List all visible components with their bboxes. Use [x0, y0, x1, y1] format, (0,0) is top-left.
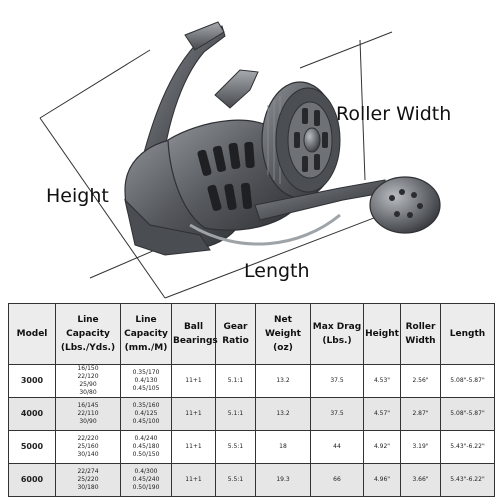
cell-height: 4.92" — [363, 430, 401, 464]
reel-bail-roller — [214, 69, 259, 109]
reel-stem — [184, 21, 225, 51]
cell-line-capacity-lbs: 22/274 25/220 30/180 — [55, 463, 121, 497]
reel-gear-housing — [124, 198, 211, 256]
spec-table-header: Model Line Capacity (Lbs./Yds.) Line Cap… — [8, 303, 495, 365]
table-row: 3000 16/150 22/120 25/90 30/80 0.35/170 … — [8, 364, 495, 398]
cell-line-capacity-mm: 0.35/160 0.4/125 0.45/100 — [120, 397, 172, 431]
spool-drag-knob — [303, 127, 321, 153]
cell-line-capacity-mm: 0.35/170 0.4/130 0.45/105 — [120, 364, 172, 398]
cell-net-weight: 19.3 — [255, 463, 311, 497]
cell-height: 4.57" — [363, 397, 401, 431]
header-line-capacity-mm-m: Line Capacity (mm./M) — [120, 303, 172, 365]
cell-net-weight: 13.2 — [255, 364, 311, 398]
reel-product-illustration — [39, 21, 441, 299]
cell-length: 5.43"-6.22" — [440, 463, 495, 497]
cell-ball-bearings: 11+1 — [171, 397, 216, 431]
spec-table: Model Line Capacity (Lbs./Yds.) Line Cap… — [8, 303, 495, 497]
cell-length: 5.43"-6.22" — [440, 430, 495, 464]
cell-net-weight: 13.2 — [255, 397, 311, 431]
cell-gear-ratio: 5.1:1 — [215, 397, 256, 431]
cell-net-weight: 18 — [255, 430, 311, 464]
cell-height: 4.96" — [363, 463, 401, 497]
cell-line-capacity-mm: 0.4/300 0.45/240 0.50/190 — [120, 463, 172, 497]
height-dimension-line — [39, 117, 166, 299]
header-roller-width: Roller Width — [400, 303, 441, 365]
cell-height: 4.53" — [363, 364, 401, 398]
cell-length: 5.08"-5.87" — [440, 397, 495, 431]
roller-width-dimension-line — [299, 31, 393, 69]
cell-ball-bearings: 11+1 — [171, 463, 216, 497]
table-row: 6000 22/274 25/220 30/180 0.4/300 0.45/2… — [8, 463, 495, 497]
cell-roller-width: 2.87" — [400, 397, 441, 431]
header-ball-bearings: Ball Bearings — [171, 303, 218, 365]
cell-line-capacity-lbs: 16/150 22/120 25/90 30/80 — [55, 364, 121, 398]
header-line-capacity-lbs-yds: Line Capacity (Lbs./Yds.) — [55, 303, 121, 365]
rotor-slots — [197, 141, 255, 211]
length-label: Length — [244, 260, 310, 282]
cell-model: 5000 — [8, 430, 56, 464]
cell-line-capacity-mm: 0.4/240 0.45/180 0.50/150 — [120, 430, 172, 464]
reel-handle-knob — [369, 176, 441, 234]
table-row: 4000 16/145 22/110 30/90 0.35/160 0.4/12… — [8, 397, 495, 431]
height-tick-top — [39, 49, 151, 119]
cell-ball-bearings: 11+1 — [171, 364, 216, 398]
roller-width-tick — [359, 39, 366, 181]
cell-max-drag: 44 — [310, 430, 364, 464]
spool-face-holes — [294, 108, 328, 172]
cell-gear-ratio: 5.5:1 — [215, 430, 256, 464]
height-label: Height — [46, 185, 109, 207]
cell-model: 6000 — [8, 463, 56, 497]
reel-bail-wire — [189, 213, 341, 246]
knob-holes — [389, 189, 423, 218]
cell-max-drag: 37.5 — [310, 364, 364, 398]
cell-ball-bearings: 11+1 — [171, 430, 216, 464]
length-dimension-line — [164, 207, 401, 299]
cell-gear-ratio: 5.5:1 — [215, 463, 256, 497]
header-max-drag: Max Drag (Lbs.) — [310, 303, 364, 365]
cell-roller-width: 2.56" — [400, 364, 441, 398]
header-net-weight: Net Weight (oz) — [255, 303, 311, 365]
cell-max-drag: 66 — [310, 463, 364, 497]
roller-width-label: Roller Width — [336, 103, 452, 125]
cell-length: 5.08"-5.87" — [440, 364, 495, 398]
header-length: Length — [440, 303, 495, 365]
cell-max-drag: 37.5 — [310, 397, 364, 431]
cell-roller-width: 3.66" — [400, 463, 441, 497]
table-row: 5000 22/220 25/160 30/140 0.4/240 0.45/1… — [8, 430, 495, 464]
cell-gear-ratio: 5.1:1 — [215, 364, 256, 398]
dimension-lines — [39, 31, 401, 299]
header-gear-ratio: Gear Ratio — [215, 303, 256, 365]
cell-line-capacity-lbs: 22/220 25/160 30/140 — [55, 430, 121, 464]
cell-roller-width: 3.19" — [400, 430, 441, 464]
fishing-reel — [124, 21, 441, 256]
cell-line-capacity-lbs: 16/145 22/110 30/90 — [55, 397, 121, 431]
header-height: Height — [363, 303, 401, 365]
cell-model: 3000 — [8, 364, 56, 398]
cell-model: 4000 — [8, 397, 56, 431]
header-model: Model — [8, 303, 56, 365]
spec-table-body: 3000 16/150 22/120 25/90 30/80 0.35/170 … — [8, 364, 495, 497]
